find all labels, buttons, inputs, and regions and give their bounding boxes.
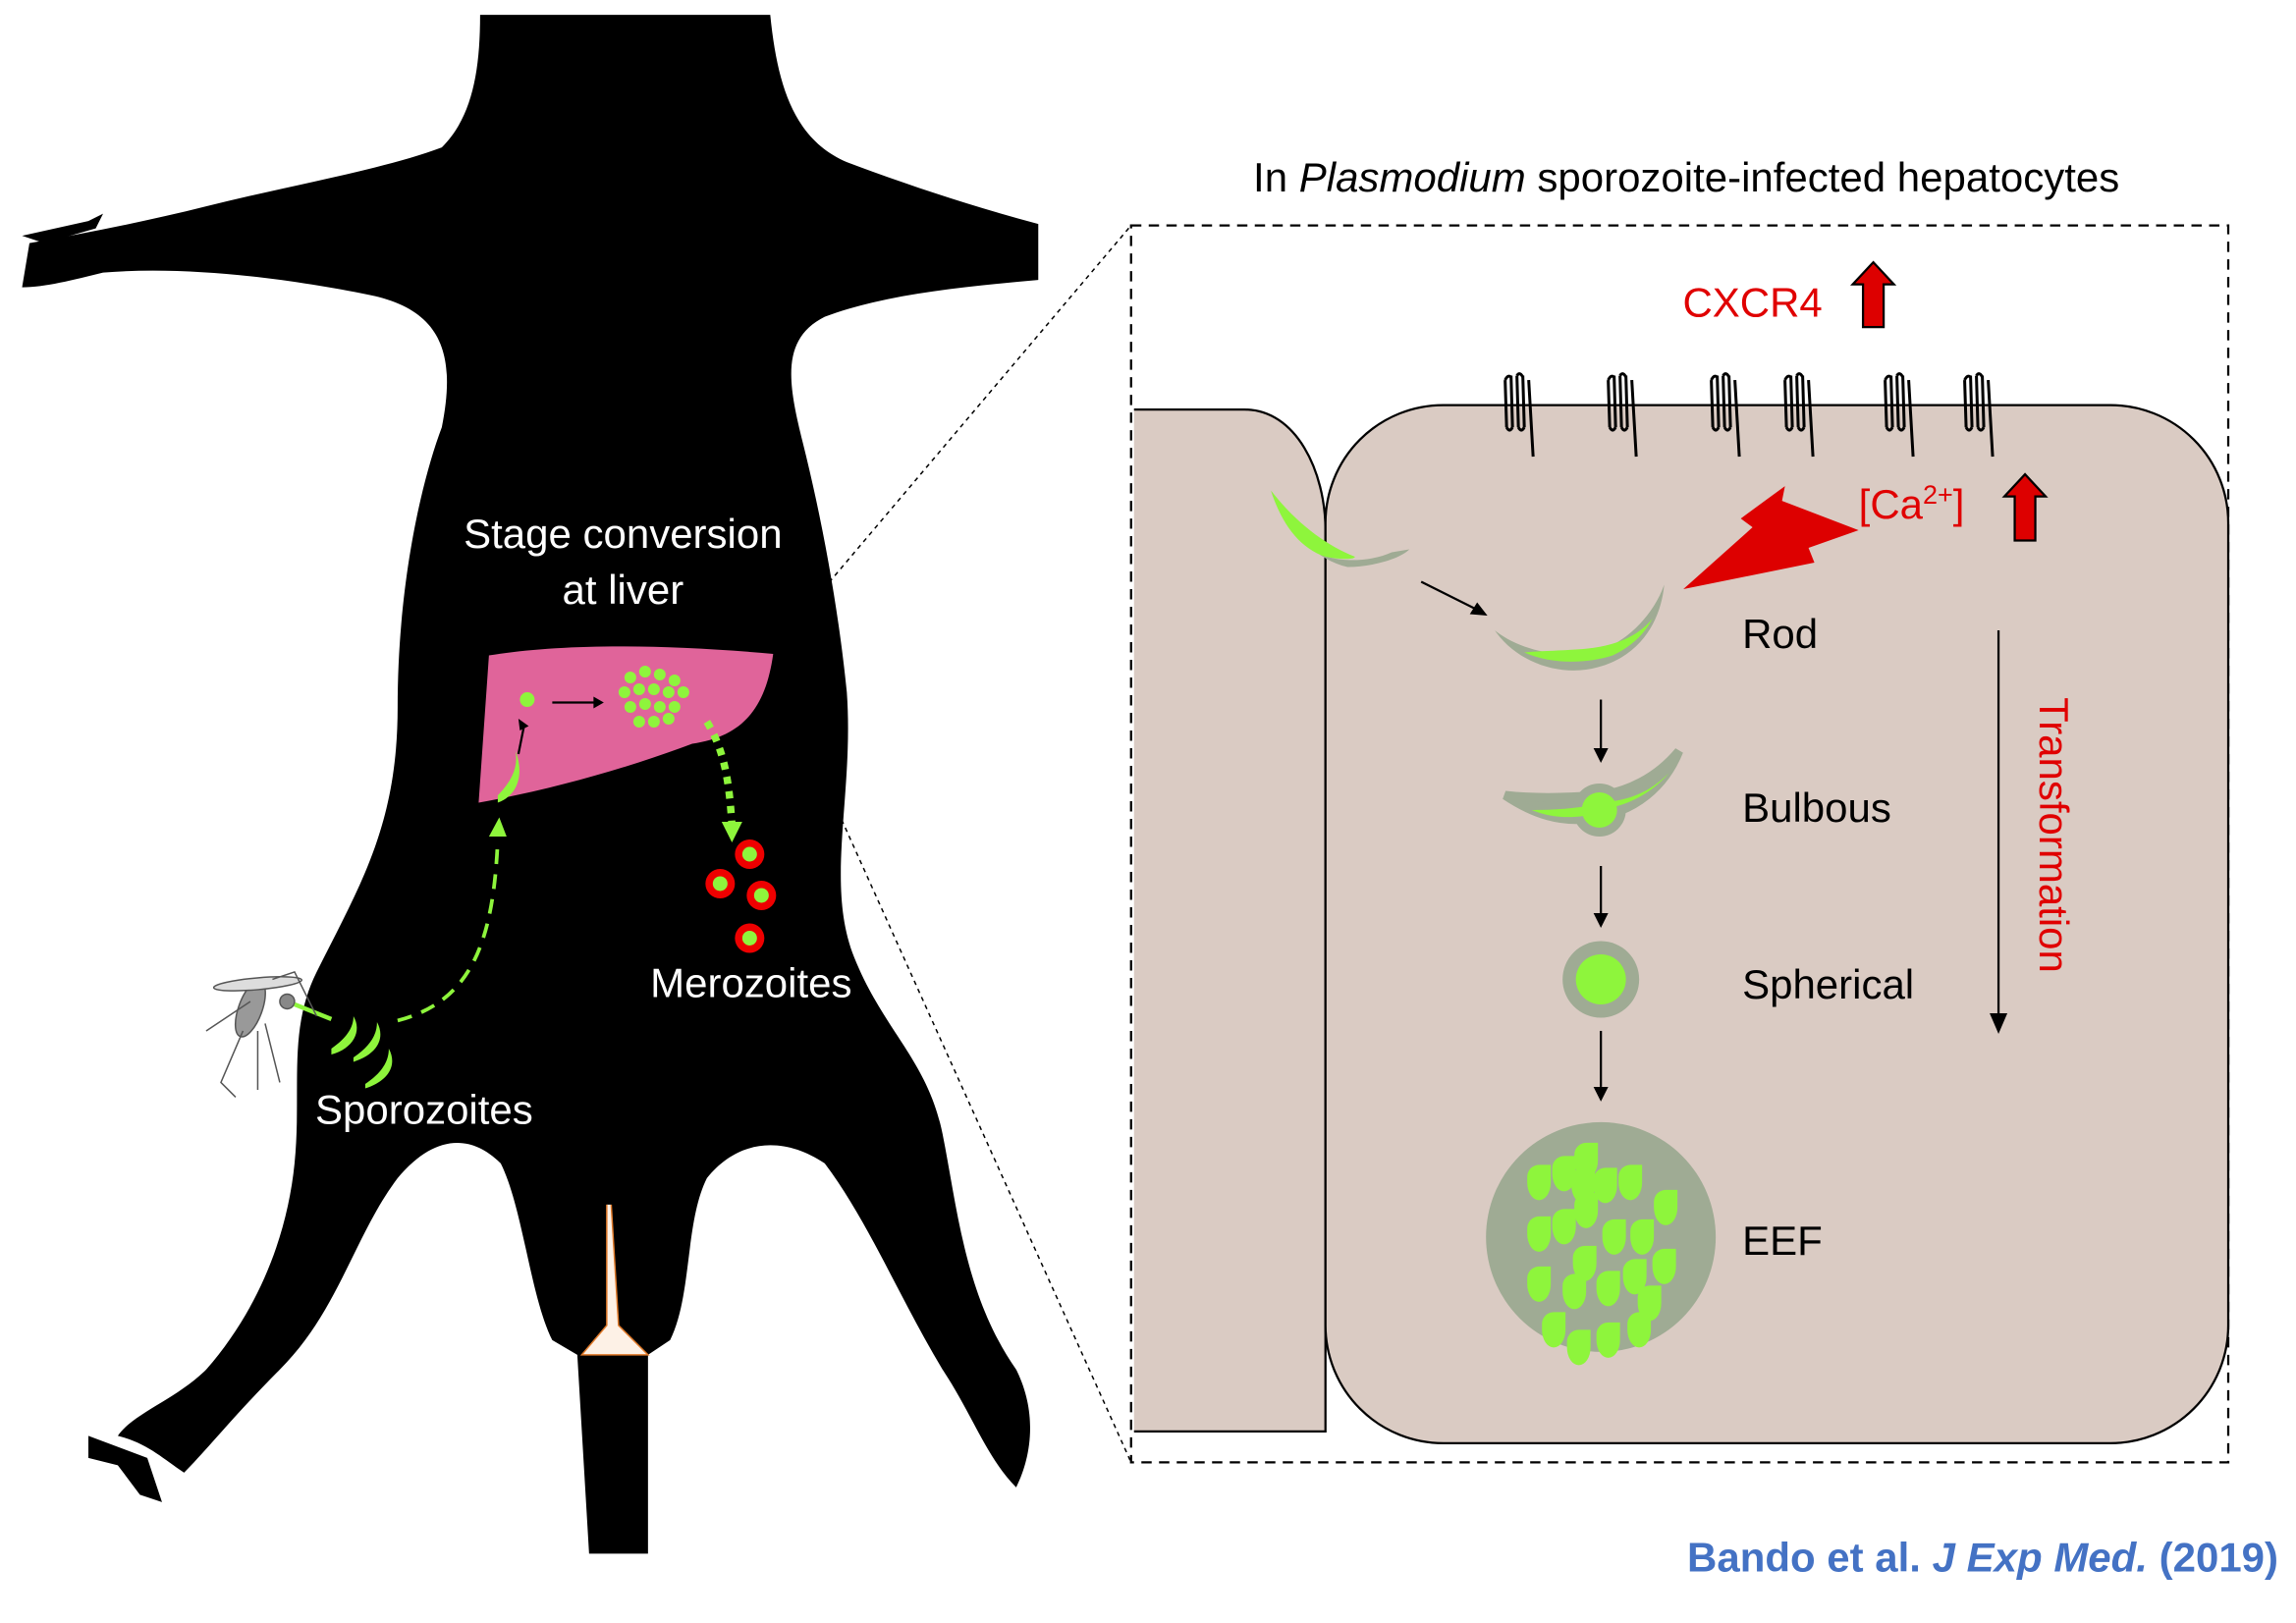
liver-schizont — [618, 666, 689, 729]
eef-merozoite — [1618, 1164, 1643, 1201]
neighbor-hepatocyte — [1133, 407, 1327, 1433]
sporozoite-in-liver — [497, 751, 519, 803]
eef-merozoite — [1596, 1271, 1620, 1307]
citation: Bando et al. J Exp Med. (2019) — [1687, 1534, 2278, 1580]
eef-merozoite — [1572, 1245, 1597, 1281]
spherical-stage-parasite — [1562, 941, 1640, 1018]
bulbous-stage-parasite — [1503, 748, 1683, 837]
cxcr4-up-arrow-icon — [1850, 260, 1897, 329]
liver-arrows — [517, 701, 597, 755]
eef-merozoite — [1630, 1218, 1655, 1255]
sporozoites — [331, 1015, 393, 1089]
stage-arrows — [1600, 630, 2000, 1087]
tail-base — [579, 1204, 650, 1356]
lightning-bolt-icon — [1683, 486, 1859, 590]
liver-stage-parasite — [519, 692, 535, 708]
sporozoite-migration-arrow — [397, 839, 500, 1023]
eef-merozoite — [1622, 1259, 1647, 1295]
eef-merozoites — [1527, 1142, 1678, 1366]
eef-merozoite — [1652, 1248, 1676, 1284]
zoom-lines — [783, 225, 1132, 1463]
eef-merozoite — [1527, 1164, 1552, 1201]
stage-labels: Rod Bulbous Spherical EEF — [1742, 611, 1914, 1264]
cxcr4-label: CXCR4 — [1682, 280, 1822, 326]
liver — [478, 646, 774, 803]
eef-merozoite — [1527, 1216, 1552, 1252]
stage-label-bulbous: Bulbous — [1742, 784, 1891, 831]
eef-stage-parasite — [1486, 1121, 1717, 1352]
calcium-up-arrow-icon — [2001, 472, 2049, 542]
sporozoites-label: Sporozoites — [315, 1086, 533, 1132]
eef-merozoite — [1562, 1273, 1587, 1310]
eef-merozoite — [1527, 1266, 1552, 1302]
eef-merozoite — [1542, 1312, 1566, 1348]
eef-merozoite — [1602, 1218, 1626, 1255]
cxcr4-receptors — [1503, 372, 1535, 458]
stage-conversion-label: Stage conversion — [464, 511, 782, 557]
transformation-label: Transformation — [2031, 697, 2077, 973]
eef-merozoite — [1552, 1156, 1576, 1192]
panel-title: In Plasmodium sporozoite-infected hepato… — [1253, 154, 2119, 200]
eef-merozoite — [1627, 1312, 1652, 1348]
eef-merozoite — [1654, 1189, 1678, 1225]
eef-merozoite — [1552, 1209, 1576, 1245]
eef-merozoite — [1566, 1329, 1591, 1366]
stage-label-spherical: Spherical — [1742, 961, 1914, 1007]
left-panel-labels: Stage conversion at liver Merozoites Spo… — [315, 511, 851, 1132]
eef-merozoite — [1593, 1167, 1617, 1204]
eef-merozoite — [1571, 1167, 1596, 1204]
at-liver-label: at liver — [563, 567, 684, 613]
stage-label-eef: EEF — [1742, 1217, 1823, 1264]
merozoites-label: Merozoites — [650, 959, 851, 1005]
merozoite-release-arrow — [703, 720, 737, 826]
mosquito-icon — [205, 971, 333, 1098]
rod-stage-parasite — [1495, 584, 1665, 671]
calcium-label: [Ca2+] — [1859, 480, 1965, 527]
stage-label-rod: Rod — [1742, 611, 1818, 657]
merozoites — [705, 839, 777, 953]
eef-merozoite — [1596, 1322, 1620, 1358]
